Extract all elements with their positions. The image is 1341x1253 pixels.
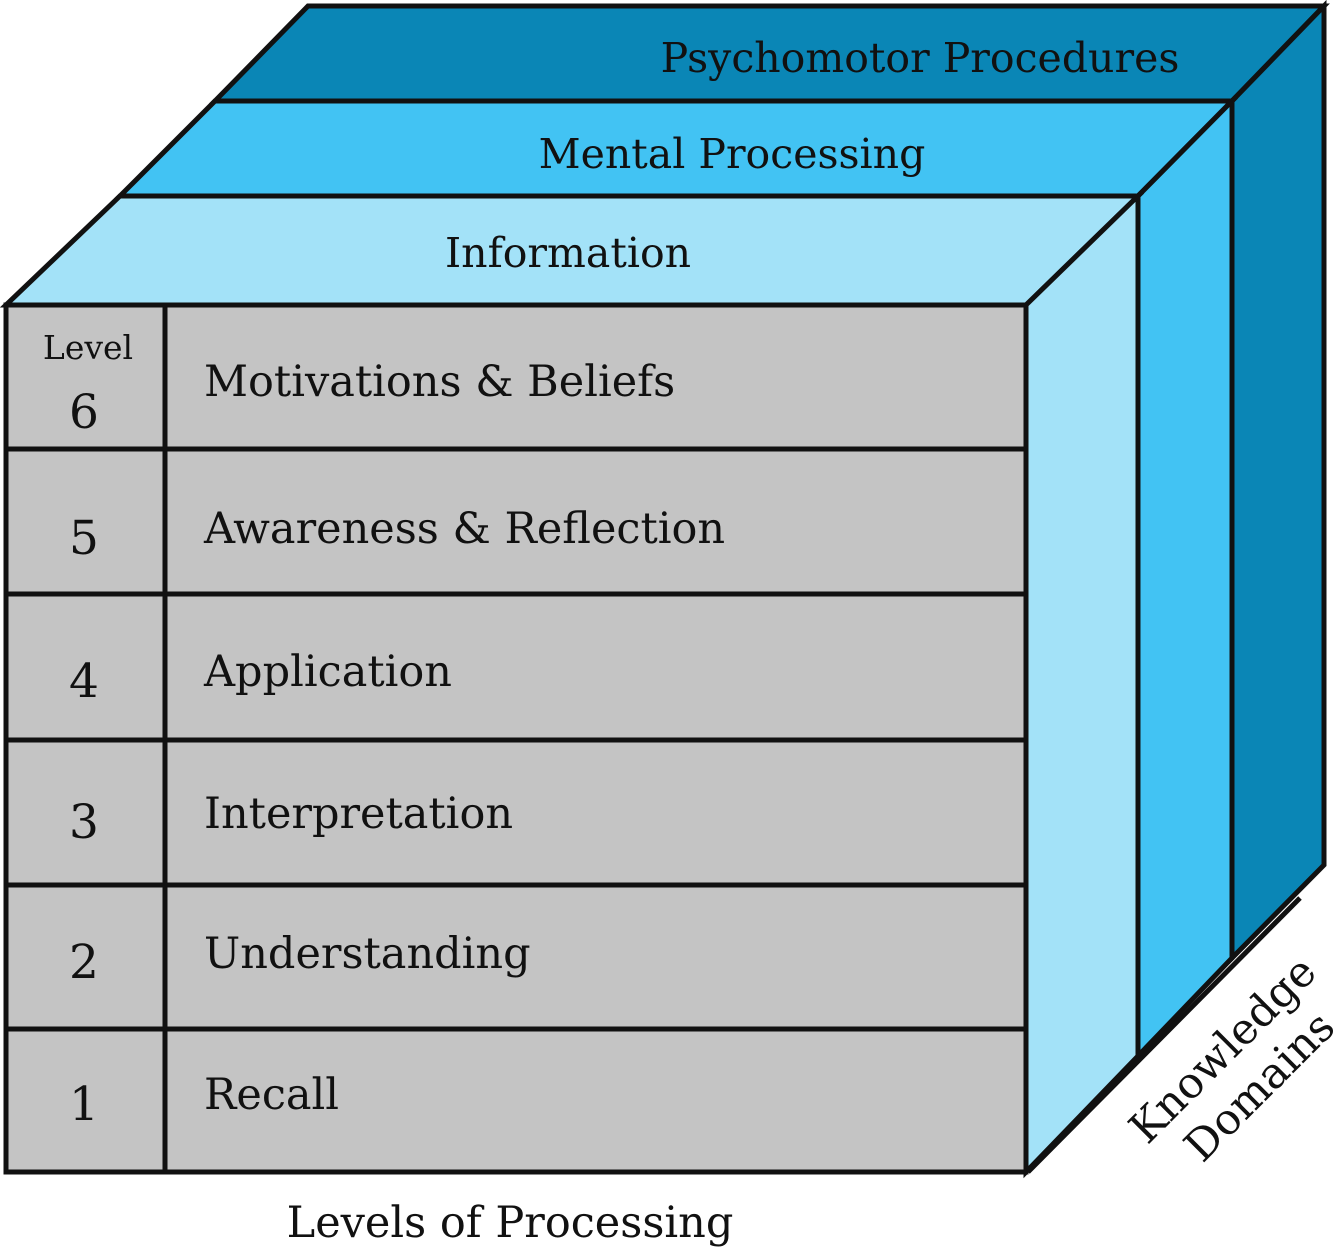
level-row-5: 5 Awareness & Reflection xyxy=(69,504,725,566)
level-label: Understanding xyxy=(204,929,531,979)
level-number: 2 xyxy=(69,935,99,990)
domains-axis-line xyxy=(1026,896,1302,1174)
information-side-face xyxy=(1023,190,1141,1179)
level-number: 6 xyxy=(69,385,99,440)
level-label: Recall xyxy=(204,1070,339,1120)
level-number: 4 xyxy=(69,654,99,709)
level-row-1: 1 Recall xyxy=(69,1070,339,1132)
level-label: Interpretation xyxy=(204,789,513,839)
level-row-2: 2 Understanding xyxy=(69,929,531,990)
level-row-4: 4 Application xyxy=(69,647,452,709)
level-number: 1 xyxy=(69,1077,99,1132)
information-label: Information xyxy=(445,229,691,277)
psychomotor-side-face xyxy=(1229,0,1327,965)
level-number: 5 xyxy=(69,511,99,566)
level-row-3: 3 Interpretation xyxy=(69,789,513,850)
domain-layer-mental: Mental Processing xyxy=(113,94,1238,1063)
psychomotor-label: Psychomotor Procedures xyxy=(661,34,1180,82)
domain-layer-psychomotor: Psychomotor Procedures xyxy=(209,0,1330,965)
level-label: Motivations & Beliefs xyxy=(204,357,675,407)
level-number: 3 xyxy=(69,795,99,850)
levels-axis-label: Levels of Processing xyxy=(287,1198,734,1248)
levels-front-face: Level 6 Motivations & Beliefs 5 Awarenes… xyxy=(3,302,1029,1175)
level-label: Application xyxy=(203,647,452,697)
level-label: Awareness & Reflection xyxy=(203,504,725,554)
domain-layer-information: Information xyxy=(0,190,1145,1179)
mental-label: Mental Processing xyxy=(539,130,926,178)
level-header-word: Level xyxy=(43,328,133,367)
mental-side-face xyxy=(1135,94,1235,1063)
level-row-6: Level 6 Motivations & Beliefs xyxy=(43,328,675,440)
levels-face-outline xyxy=(3,302,1029,1175)
